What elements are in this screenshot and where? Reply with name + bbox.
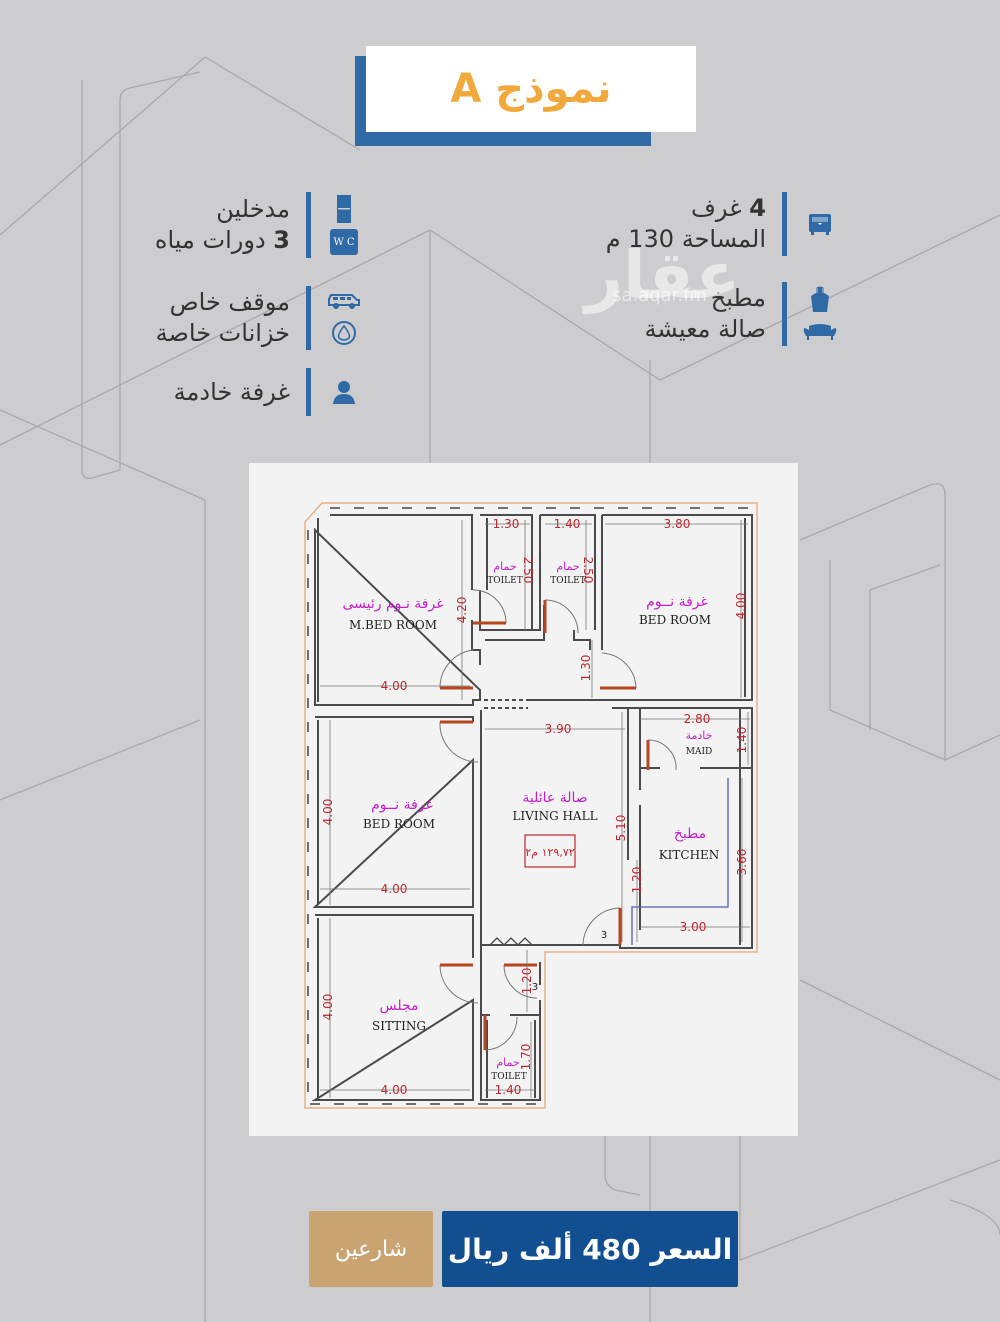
watermark-logo: عقار bbox=[585, 237, 741, 314]
room-kitchen-en: KITCHEN bbox=[659, 848, 720, 862]
dim-step: 3 bbox=[601, 930, 607, 941]
water-tank-icon bbox=[332, 320, 356, 345]
room-kitchen-ar: مطبخ bbox=[674, 826, 706, 842]
title-box: نموذج A bbox=[366, 46, 696, 132]
dim-bed-w-width: 4.00 bbox=[381, 882, 408, 896]
room-toilet3-en: TOILET bbox=[491, 1072, 527, 1082]
living-text: صالة معيشة bbox=[644, 315, 766, 343]
room-toilet2-ar: حمام bbox=[556, 560, 579, 573]
divider-bar bbox=[306, 286, 311, 350]
price-badge[interactable]: السعر 480 ألف ريال bbox=[442, 1211, 738, 1287]
kitchen-text: مطبخ bbox=[710, 284, 766, 312]
feature-rooms-area: 4 غرف المساحة 130 م bbox=[580, 192, 837, 256]
divider-bar bbox=[782, 192, 787, 256]
dim-toilet2-length: 2.50 bbox=[581, 557, 595, 584]
dim-maid-width: 2.80 bbox=[684, 712, 711, 726]
feature-entrances-wc: مدخلين 3 دورات مياه W C bbox=[140, 192, 361, 258]
dim-bed-ne-width: 3.80 bbox=[664, 517, 691, 531]
room-living-en: LIVING HALL bbox=[512, 809, 597, 823]
feature-kitchen-living: مطبخ صالة معيشة bbox=[580, 282, 837, 346]
dim-master-length: 4.20 bbox=[455, 597, 469, 624]
room-sitting-ar: مجلس bbox=[379, 998, 418, 1014]
divider-bar bbox=[306, 192, 311, 258]
living-area-label: ١٢٩,٧٢ م٢ bbox=[525, 846, 574, 859]
room-maid-en: MAID bbox=[686, 747, 713, 757]
room-bed-ne-en: BED ROOM bbox=[639, 613, 711, 627]
room-maid-ar: خادمة bbox=[686, 729, 713, 742]
room-sitting-en: SITTING bbox=[372, 1019, 426, 1033]
dim-toilet2-width: 1.40 bbox=[554, 517, 581, 531]
tanks-text: خزانات خاصة bbox=[155, 319, 290, 347]
parking-text: موقف خاص bbox=[169, 288, 290, 316]
dim-bed-ne-length: 4.00 bbox=[734, 593, 748, 620]
bed-icon bbox=[809, 214, 831, 235]
maid-room-text: غرفة خادمة bbox=[173, 377, 290, 406]
dim-sitting-length: 4.00 bbox=[321, 994, 335, 1021]
dim-step-2: 3 bbox=[532, 982, 538, 993]
room-living-ar: صالة عائلية bbox=[522, 790, 587, 806]
dim-living-width: 3.90 bbox=[545, 722, 572, 736]
apron-icon bbox=[811, 286, 829, 312]
car-icon bbox=[328, 293, 360, 309]
wc-count: 3 دورات مياه bbox=[154, 226, 290, 254]
dim-toilet1-length: 2.50 bbox=[521, 557, 535, 584]
room-bed-w-ar: غرفة نــوم bbox=[371, 797, 433, 813]
dim-bed-w-length: 4.00 bbox=[321, 799, 335, 826]
wc-icon: W C bbox=[330, 229, 358, 255]
room-bed-w-en: BED ROOM bbox=[363, 817, 435, 831]
rooms-count: 4 غرف bbox=[690, 194, 766, 222]
entrances-text: مدخلين bbox=[216, 195, 290, 223]
dim-master-width: 4.00 bbox=[381, 679, 408, 693]
divider-bar bbox=[782, 282, 787, 346]
dim-sitting-width: 4.00 bbox=[381, 1083, 408, 1097]
person-icon bbox=[333, 381, 355, 404]
dim-kitchen-length: 3.60 bbox=[735, 849, 749, 876]
room-toilet2-en: TOILET bbox=[550, 576, 586, 586]
room-toilet1-en: TOILET bbox=[487, 576, 523, 586]
streets-badge[interactable]: شارعين bbox=[309, 1211, 433, 1287]
dim-maid-length: 1.40 bbox=[735, 727, 749, 754]
dim-kitchen-width: 3.00 bbox=[680, 920, 707, 934]
dim-entrance: 1.20 bbox=[520, 968, 534, 995]
room-toilet3-ar: حمام bbox=[496, 1056, 519, 1069]
dim-living-length: 5.10 bbox=[614, 815, 628, 842]
floor-plan: 1.30 1.40 3.80 2.50 2.50 4.20 4.00 4.00 … bbox=[249, 463, 798, 1136]
door-icon bbox=[337, 195, 351, 223]
watermark-url: sa.aqar.fm bbox=[612, 285, 707, 306]
feature-parking-tanks: موقف خاص خزانات خاصة bbox=[140, 286, 361, 350]
dim-kitchen-door: 1.20 bbox=[630, 867, 644, 894]
room-toilet1-ar: حمام bbox=[493, 560, 516, 573]
dim-corridor: 1.30 bbox=[579, 655, 593, 682]
divider-bar bbox=[306, 368, 311, 416]
room-master-bed-en: M.BED ROOM bbox=[349, 618, 437, 632]
feature-maid-room: غرفة خادمة bbox=[140, 368, 361, 416]
page-title: نموذج A bbox=[450, 66, 612, 112]
dim-toilet3-width: 1.40 bbox=[495, 1083, 522, 1097]
area-text: المساحة 130 م bbox=[605, 225, 766, 253]
dim-toilet1-width: 1.30 bbox=[493, 517, 520, 531]
sofa-icon bbox=[803, 324, 837, 340]
dim-toilet3-length: 1.70 bbox=[519, 1044, 533, 1071]
room-master-bed-ar: غرفة نـوم رئيسى bbox=[342, 596, 443, 612]
floor-plan-drawing: 1.30 1.40 3.80 2.50 2.50 4.20 4.00 4.00 … bbox=[304, 502, 758, 1109]
room-bed-ne-ar: غرفة نــوم bbox=[646, 594, 708, 610]
